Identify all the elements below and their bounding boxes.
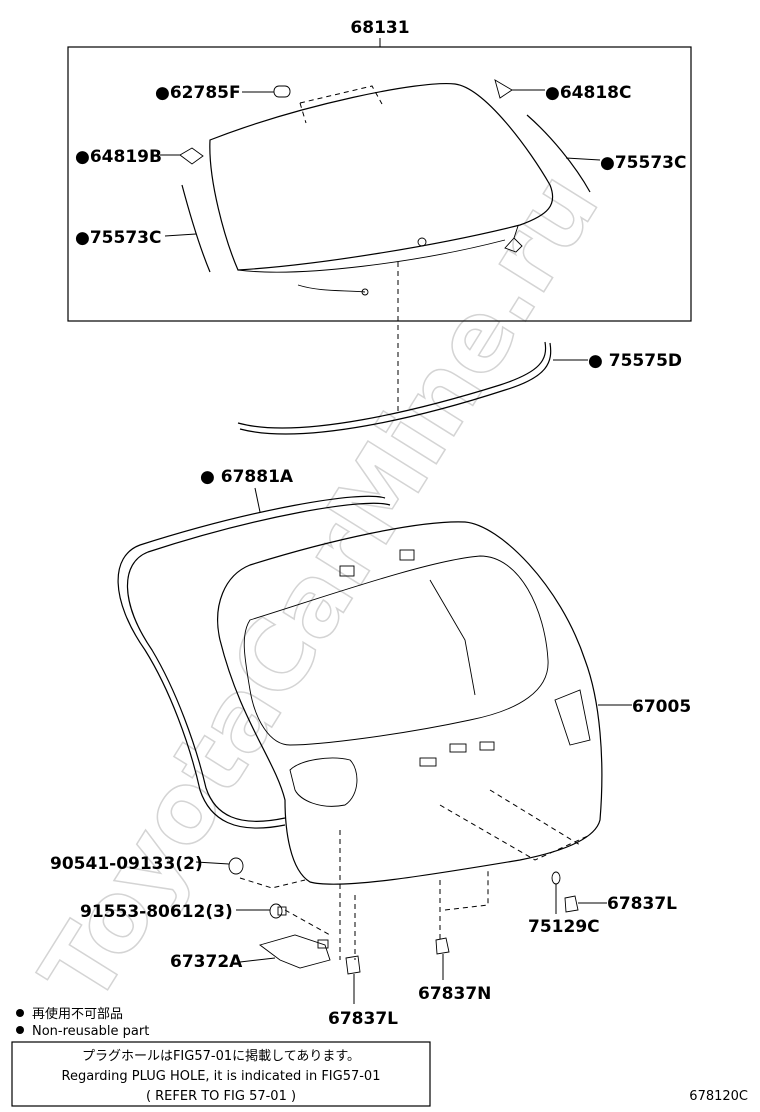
part-64818C[interactable] xyxy=(494,79,513,99)
part-75573C-left[interactable] xyxy=(181,184,211,273)
label-67372A[interactable]: 67372A xyxy=(170,952,243,972)
part-90541-09133[interactable] xyxy=(228,857,244,875)
part-67837L-right[interactable] xyxy=(564,895,579,913)
label-67881A[interactable]: ● 67881A xyxy=(200,467,294,487)
label-75573C-right[interactable]: ●75573C xyxy=(600,153,686,173)
assembly-box xyxy=(67,46,692,322)
back-window-glass[interactable] xyxy=(209,82,554,273)
part-67005-back-door[interactable] xyxy=(217,521,603,885)
label-67837L-right[interactable]: 67837L xyxy=(607,894,677,914)
note-line-english: Regarding PLUG HOLE, it is indicated in … xyxy=(62,1069,381,1084)
legend-japanese: 再使用不可部品 xyxy=(32,1006,123,1022)
note-box: プラグホールはFIG57-01に掲載してあります。 Regarding PLUG… xyxy=(11,1041,431,1107)
part-62785F[interactable] xyxy=(273,85,291,98)
legend-english: Non-reusable part xyxy=(32,1024,149,1039)
glass-wire xyxy=(297,284,369,296)
label-75575D[interactable]: ● 75575D xyxy=(588,351,682,371)
label-62785F[interactable]: ●62785F xyxy=(155,83,241,103)
label-75129C[interactable]: 75129C xyxy=(528,917,600,937)
note-line-japanese: プラグホールはFIG57-01に掲載してあります。 xyxy=(82,1048,360,1064)
part-67837N[interactable] xyxy=(435,937,450,955)
label-64819B[interactable]: ●64819B xyxy=(75,147,162,167)
label-91553-80612[interactable]: 91553-80612(3) xyxy=(80,902,233,922)
part-91553-80612[interactable] xyxy=(269,903,287,919)
watermark: ToyotaCarMine.ru xyxy=(20,153,621,1022)
legend: 再使用不可部品 Non-reusable part xyxy=(16,1006,149,1039)
label-90541-09133[interactable]: 90541-09133(2) xyxy=(50,854,203,874)
part-75129C[interactable] xyxy=(551,871,561,885)
label-64818C[interactable]: ●64818C xyxy=(545,83,631,103)
part-75573C-right[interactable] xyxy=(526,114,591,193)
assembly-label[interactable]: 68131 xyxy=(350,18,409,38)
figure-code: 678120C xyxy=(689,1089,748,1104)
part-64819B[interactable] xyxy=(179,147,204,165)
note-line-refer[interactable]: ( REFER TO FIG 57-01 ) xyxy=(146,1089,296,1104)
part-75575D[interactable] xyxy=(237,341,552,435)
label-75573C-left[interactable]: ●75573C xyxy=(75,228,161,248)
glass-clip-right xyxy=(504,225,523,253)
part-67372A[interactable] xyxy=(259,934,331,969)
label-67005[interactable]: 67005 xyxy=(632,697,691,717)
part-67837L-bottom[interactable] xyxy=(345,955,361,975)
label-67837L-bottom[interactable]: 67837L xyxy=(328,1009,398,1029)
label-67837N[interactable]: 67837N xyxy=(418,984,491,1004)
part-67881A[interactable] xyxy=(117,495,391,829)
